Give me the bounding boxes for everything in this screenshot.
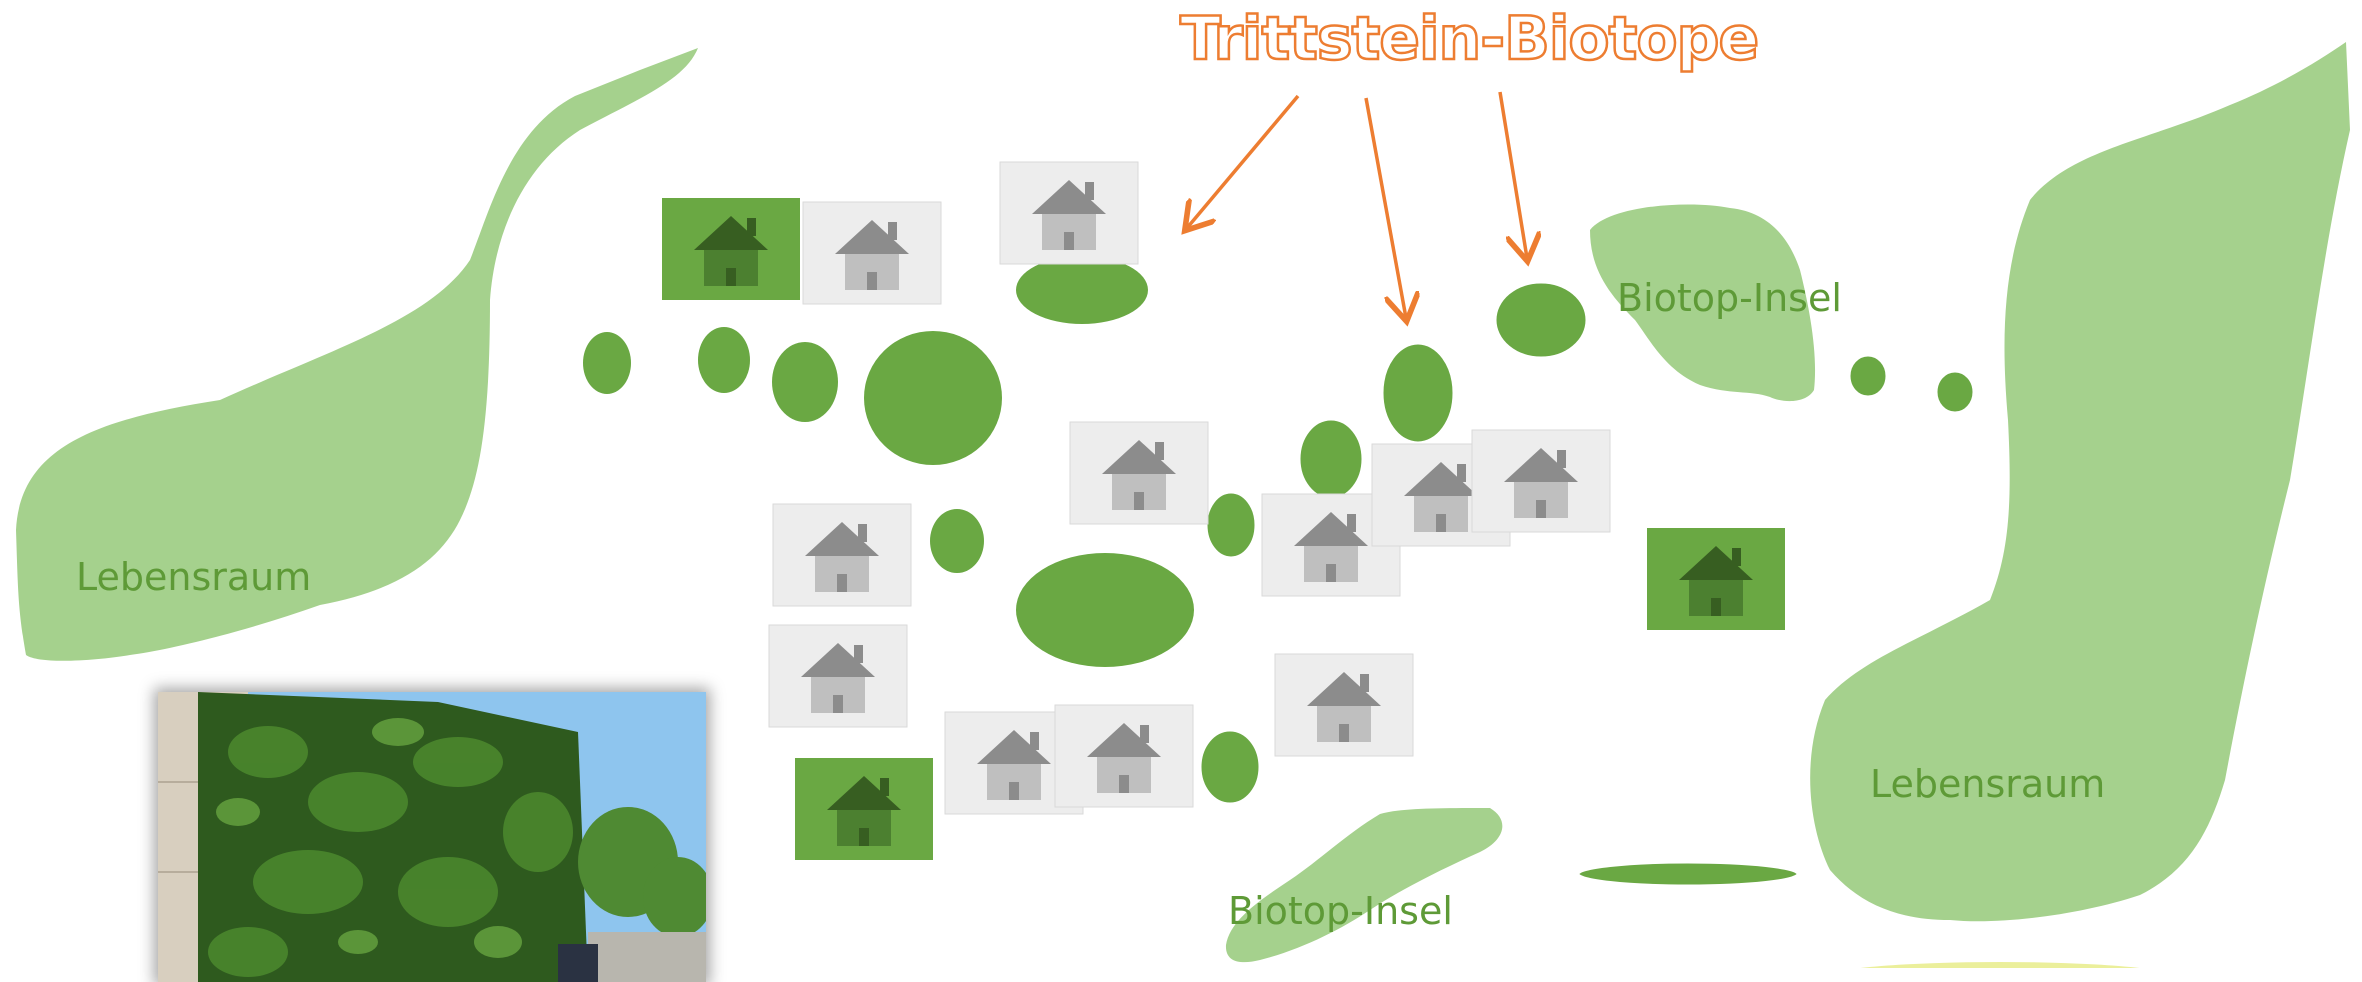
label-biotop-insel-upper: Biotop-Insel bbox=[1617, 276, 1842, 320]
house-icon bbox=[1000, 162, 1138, 264]
house-icon bbox=[1055, 705, 1193, 807]
arrow-icon bbox=[1366, 98, 1406, 318]
photo-ivy-wall bbox=[158, 692, 706, 982]
stepping-stone bbox=[930, 509, 984, 573]
arrow-icon bbox=[1187, 96, 1298, 228]
glow-decoration bbox=[1830, 962, 2170, 968]
house-icon bbox=[1472, 430, 1610, 532]
label-biotop-insel-lower: Biotop-Insel bbox=[1228, 889, 1453, 933]
house-icon bbox=[1070, 422, 1208, 524]
diagram-title: Trittstein-Biotope bbox=[1180, 4, 1758, 74]
ground bbox=[588, 932, 706, 982]
stepping-stone bbox=[1578, 862, 1798, 886]
stepping-stone bbox=[698, 327, 750, 393]
arrow-icon bbox=[1500, 92, 1527, 258]
house-icon bbox=[1275, 654, 1413, 756]
stepping-stone bbox=[1495, 282, 1587, 358]
bin bbox=[558, 944, 598, 982]
stepping-stone bbox=[1382, 343, 1454, 443]
stepping-stone bbox=[864, 331, 1002, 465]
stepping-stone bbox=[1206, 492, 1256, 558]
stepping-stone bbox=[1016, 256, 1148, 324]
green-roof-house-icon bbox=[795, 758, 933, 860]
house-icon bbox=[769, 625, 907, 727]
stepping-stone bbox=[772, 342, 838, 422]
arrows bbox=[1187, 92, 1527, 318]
stepping-stone bbox=[1299, 419, 1363, 499]
stepping-stone bbox=[1016, 553, 1194, 667]
house-icon bbox=[773, 504, 911, 606]
house-icon bbox=[803, 202, 941, 304]
green-roof-house-icon bbox=[662, 198, 800, 300]
label-lebensraum-right: Lebensraum bbox=[1870, 762, 2105, 806]
stepping-stone bbox=[583, 332, 631, 394]
stepping-stone bbox=[1849, 355, 1887, 397]
label-lebensraum-left: Lebensraum bbox=[76, 555, 311, 599]
biotop-insel-lower bbox=[1226, 808, 1502, 962]
green-roof-house-icon bbox=[1647, 528, 1785, 630]
stepping-stone bbox=[1200, 730, 1260, 804]
stepping-stone bbox=[1936, 371, 1974, 413]
